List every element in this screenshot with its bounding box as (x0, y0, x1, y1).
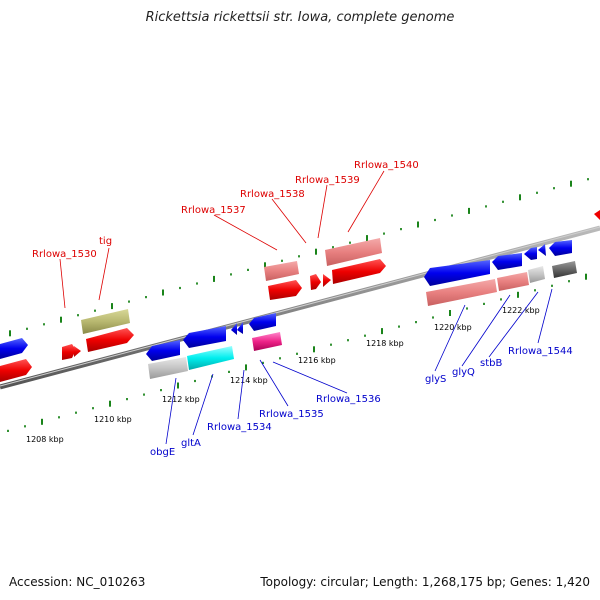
upper-label-leaders (59, 170, 385, 309)
gene-feature[interactable] (0, 338, 28, 359)
gene-label-tig[interactable]: tig (99, 236, 112, 247)
kbp-label-1216: 1216 kbp (298, 356, 336, 365)
gene-feature[interactable] (310, 274, 321, 290)
upper-gene-features (0, 210, 600, 382)
lower-gene-features (146, 240, 577, 379)
topology-text: Topology: circular; Length: 1,268,175 bp… (260, 575, 590, 589)
gene-label-stbb[interactable]: stbB (480, 358, 502, 369)
gene-feature[interactable] (74, 346, 81, 357)
kbp-label-1212: 1212 kbp (162, 395, 200, 404)
gene-feature[interactable] (231, 323, 237, 335)
gene-feature[interactable] (323, 274, 331, 287)
gene-feature-tig[interactable] (81, 309, 130, 334)
gene-feature[interactable] (552, 261, 577, 278)
gene-feature[interactable] (528, 266, 545, 283)
gene-feature[interactable] (62, 344, 76, 360)
gene-feature[interactable] (594, 210, 600, 220)
kbp-label-1208: 1208 kbp (26, 435, 64, 444)
gene-feature[interactable] (268, 280, 302, 300)
gene-feature[interactable] (0, 359, 32, 382)
genome-backbone (0, 225, 600, 390)
kbp-scale-labels: 1208 kbp 1210 kbp 1212 kbp 1214 kbp 1216… (26, 306, 540, 444)
upper-gene-labels: Rrlowa_1530 tig Rrlowa_1537 Rrlowa_1538 … (32, 160, 419, 260)
gene-label-rrlowa-1544[interactable]: Rrlowa_1544 (508, 346, 573, 357)
kbp-label-1210: 1210 kbp (94, 415, 132, 424)
gene-feature[interactable] (146, 340, 180, 361)
gene-feature[interactable] (524, 247, 537, 260)
gene-feature[interactable] (325, 238, 382, 266)
gene-feature[interactable] (497, 272, 529, 291)
lower-tick-track (7, 273, 587, 432)
gene-feature[interactable] (538, 244, 546, 256)
gene-label-rrlowa-1534[interactable]: Rrlowa_1534 (207, 422, 272, 433)
gene-label-glyq[interactable]: glyQ (452, 367, 475, 378)
kbp-label-1214: 1214 kbp (230, 376, 268, 385)
gene-feature[interactable] (332, 259, 386, 284)
kbp-label-1222: 1222 kbp (502, 306, 540, 315)
gene-label-obge[interactable]: obgE (150, 447, 175, 458)
gene-feature[interactable] (252, 332, 282, 351)
lower-label-leaders (165, 288, 553, 445)
gene-feature[interactable] (183, 326, 226, 348)
gene-feature[interactable] (426, 279, 497, 306)
gene-feature[interactable] (492, 253, 522, 270)
gene-label-rrlowa-1536[interactable]: Rrlowa_1536 (316, 394, 381, 405)
gene-feature-gltA[interactable] (187, 346, 234, 370)
gene-label-rrlowa-1535[interactable]: Rrlowa_1535 (259, 409, 324, 420)
gene-label-rrlowa-1530[interactable]: Rrlowa_1530 (32, 249, 97, 260)
gene-feature-obgE[interactable] (148, 357, 188, 379)
gene-label-rrlowa-1537[interactable]: Rrlowa_1537 (181, 205, 246, 216)
gene-label-glys[interactable]: glyS (425, 374, 446, 385)
gene-feature[interactable] (549, 240, 572, 256)
gene-feature[interactable] (264, 261, 299, 281)
gene-feature[interactable] (249, 313, 276, 331)
map-title: Rickettsia rickettsii str. Iowa, complet… (145, 10, 455, 25)
gene-label-rrlowa-1540[interactable]: Rrlowa_1540 (354, 160, 419, 171)
gene-label-rrlowa-1539[interactable]: Rrlowa_1539 (295, 175, 360, 186)
gene-feature[interactable] (424, 260, 490, 286)
gene-label-glta[interactable]: gltA (181, 438, 201, 449)
gene-feature[interactable] (86, 328, 134, 352)
gene-label-rrlowa-1538[interactable]: Rrlowa_1538 (240, 189, 305, 200)
lower-gene-labels: obgE gltA Rrlowa_1534 Rrlowa_1535 Rrlowa… (150, 346, 573, 458)
gene-feature[interactable] (237, 322, 243, 334)
kbp-label-1220: 1220 kbp (434, 323, 472, 332)
accession-text: Accession: NC_010263 (9, 575, 146, 589)
kbp-label-1218: 1218 kbp (366, 339, 404, 348)
